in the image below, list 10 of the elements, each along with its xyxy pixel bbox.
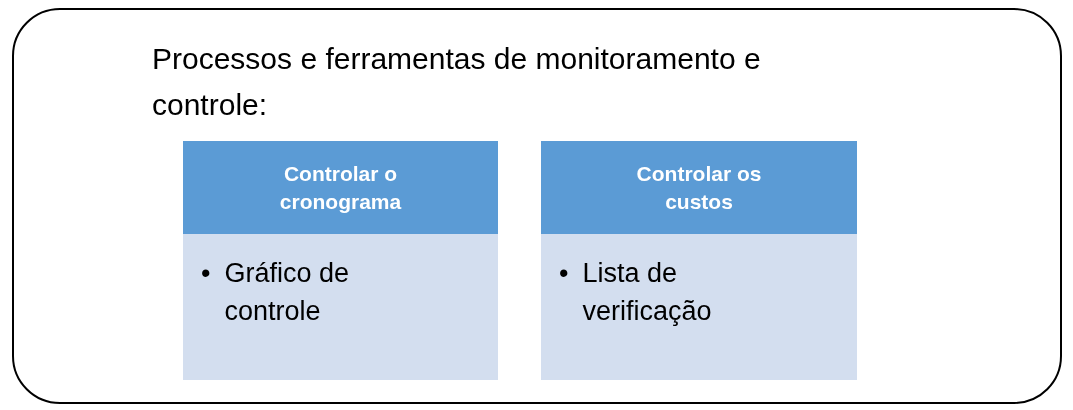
list-item-text: Gráfico de controle [224,257,350,328]
bullet-marker: • [201,257,211,290]
category-card [541,141,857,380]
bullet-marker: • [559,257,569,290]
card-header: Controlar os custos [541,141,857,234]
category-card [183,141,498,380]
rounded-frame [12,8,1062,404]
heading: Processos e ferramentas de monitoramento e controle: [152,41,762,123]
list-item-text: Lista de verificação [582,257,713,328]
card-header: Controlar o cronograma [183,141,498,234]
